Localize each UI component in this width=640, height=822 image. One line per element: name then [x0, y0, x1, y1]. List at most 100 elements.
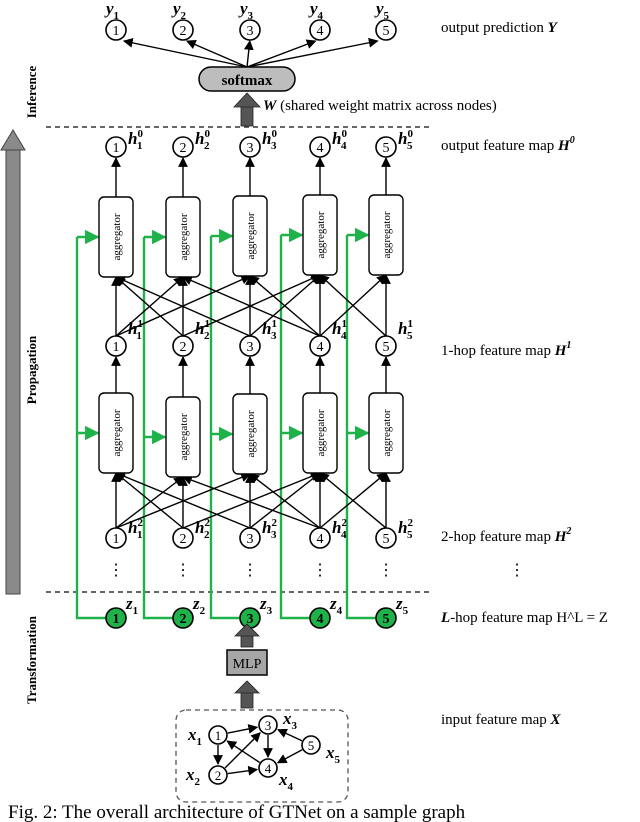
softmax-label: softmax	[222, 73, 273, 89]
aggregator-label: aggregator	[245, 212, 257, 259]
output-node-5-label: 5	[383, 24, 390, 39]
mlp-label: MLP	[233, 657, 262, 672]
edge	[182, 275, 321, 337]
h1-node-2: 2	[172, 335, 194, 357]
h1-node-2-label: 2	[180, 340, 187, 355]
edge	[319, 472, 387, 529]
aggregation-edges	[111, 37, 391, 529]
h1-node-5-label: 5	[383, 340, 390, 355]
skip-connections	[75, 227, 376, 620]
aggregator-label: aggregator	[381, 211, 393, 258]
edge	[249, 472, 321, 529]
label-output-feature-map: output feature map H0	[441, 135, 575, 154]
ellipsis-2: ⋮	[175, 562, 191, 579]
aggregator-top-5: aggregator	[368, 194, 404, 276]
edge	[182, 475, 321, 529]
z-node-3-label: 3	[247, 612, 254, 627]
edge	[246, 37, 379, 68]
input-node-1: 1	[208, 725, 228, 745]
h2-node-3: 3	[239, 527, 261, 549]
h2-node-2: 2	[172, 527, 194, 549]
h0-node-2: 2	[172, 136, 194, 158]
z-label-4: z4	[329, 594, 343, 617]
h2-node-1: 1	[105, 527, 127, 549]
h0-node-1: 1	[105, 136, 127, 158]
green-path-5	[345, 235, 376, 620]
output-label-y1: y1	[104, 0, 119, 22]
h0-node-5: 5	[375, 136, 397, 158]
aggregator-top-3: aggregator	[232, 195, 268, 277]
h1-node-1: 1	[105, 335, 127, 357]
ellipsis-4: ⋮	[312, 562, 328, 579]
aggregator-bottom-3: aggregator	[232, 393, 268, 475]
z-node-5: 5	[375, 607, 397, 629]
aggregator-label: aggregator	[315, 409, 327, 456]
green-path-3	[209, 236, 240, 620]
z-node-2-label: 2	[180, 612, 187, 627]
output-node-4: 4	[309, 19, 331, 41]
aggregator-label: aggregator	[381, 409, 393, 456]
input-edge	[227, 724, 259, 734]
z-label-2: z2	[192, 594, 206, 617]
output-node-2-label: 2	[180, 24, 187, 39]
output-node-4-label: 4	[317, 24, 324, 39]
h0-node-3-label: 3	[247, 141, 254, 156]
h1-node-4: 4	[309, 335, 331, 357]
output-label-y2: y2	[171, 0, 187, 22]
h2-node-1-label: 1	[113, 532, 120, 547]
input-node-label: 4	[265, 761, 272, 776]
mlp-block: MLP	[226, 623, 268, 709]
input-node-3: 3	[258, 715, 278, 735]
stage-label-transformation: Transformation	[24, 615, 39, 704]
edge	[122, 38, 248, 68]
z-node-4-label: 4	[317, 612, 324, 627]
aggregator-top-1: aggregator	[98, 196, 134, 278]
stage-label-propagation: Propagation	[24, 335, 39, 404]
input-edge	[224, 732, 261, 769]
input-edge	[226, 740, 261, 764]
label-1hop-feature-map: 1-hop feature map H1	[441, 340, 571, 359]
input-node-label: 3	[265, 718, 272, 733]
edge	[182, 274, 321, 337]
green-path-4	[279, 235, 310, 620]
input-node-label: 5	[308, 738, 315, 753]
h2-node-5: 5	[375, 527, 397, 549]
propagation-big-arrow	[0, 129, 26, 595]
output-node-1: 1	[105, 19, 127, 41]
aggregator-label: aggregator	[111, 409, 123, 456]
aggregator-top-2: aggregator	[165, 196, 201, 278]
stage-label-inference: Inference	[24, 66, 39, 119]
ellipsis-3: ⋮	[242, 562, 258, 579]
label-weight-matrix: W (shared weight matrix across nodes)	[263, 98, 497, 114]
z-node-4: 4	[309, 607, 331, 629]
right-labels: output prediction Y output feature map H0…	[263, 20, 608, 728]
label-2hop-feature-map: 2-hop feature map H2	[441, 526, 571, 545]
z-node-1-label: 1	[113, 612, 120, 627]
h2-node-4: 4	[309, 527, 331, 549]
input-node-5: 5	[301, 735, 321, 755]
h0-node-1-label: 1	[113, 141, 120, 156]
label-output-prediction: output prediction Y	[441, 20, 559, 36]
h1-node-4-label: 4	[317, 340, 324, 355]
input-label-x5: x5	[325, 743, 341, 766]
input-node-label: 2	[215, 768, 222, 783]
aggregator-top-4: aggregator	[302, 194, 338, 276]
output-node-5: 5	[375, 19, 397, 41]
z-node-1: 1	[105, 607, 127, 629]
h1-node-3: 3	[239, 335, 261, 357]
z-node-3: 3	[239, 607, 261, 629]
h2-node-2-label: 2	[180, 532, 187, 547]
input-label-x4: x4	[278, 770, 294, 793]
softmax-block: softmax	[198, 66, 296, 127]
